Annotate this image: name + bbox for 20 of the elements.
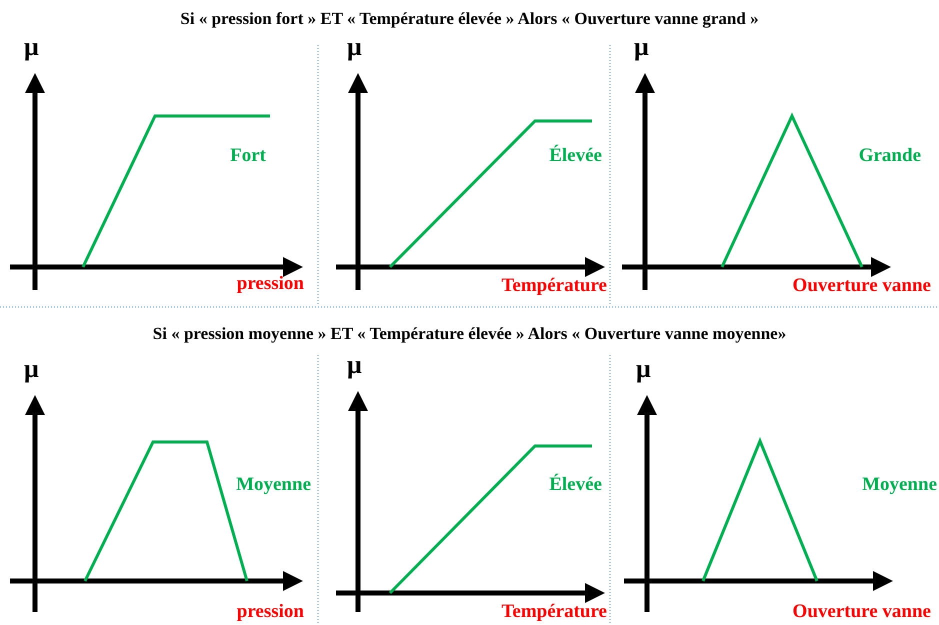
term-label: Moyenne (236, 475, 311, 494)
axis-label: μ (636, 356, 651, 382)
axis-label: Température (501, 276, 607, 295)
axis-label: μ (347, 352, 362, 378)
axis-label: pression (236, 602, 304, 621)
term-label: Moyenne (862, 475, 937, 494)
axis-label: μ (24, 34, 39, 60)
axis-label: pression (236, 274, 304, 293)
term-label: Grande (858, 146, 921, 165)
term-label: Fort (230, 146, 266, 165)
rule-heading: Si « pression fort » ET « Température élevée » Alors « Ouverture vanne grand » (179, 8, 760, 30)
axis-label: Ouverture vanne (792, 602, 931, 621)
axis-label: μ (347, 34, 362, 60)
rule-heading: Si « pression moyenne » ET « Température élevée » Alors « Ouverture vanne moyenne» (152, 323, 788, 345)
axis-label: μ (634, 34, 649, 60)
axis-label: μ (24, 356, 39, 382)
axis-label: Ouverture vanne (792, 276, 931, 295)
axis-label: Température (501, 602, 607, 621)
term-label: Élevée (549, 146, 602, 165)
term-label: Élevée (549, 475, 602, 494)
